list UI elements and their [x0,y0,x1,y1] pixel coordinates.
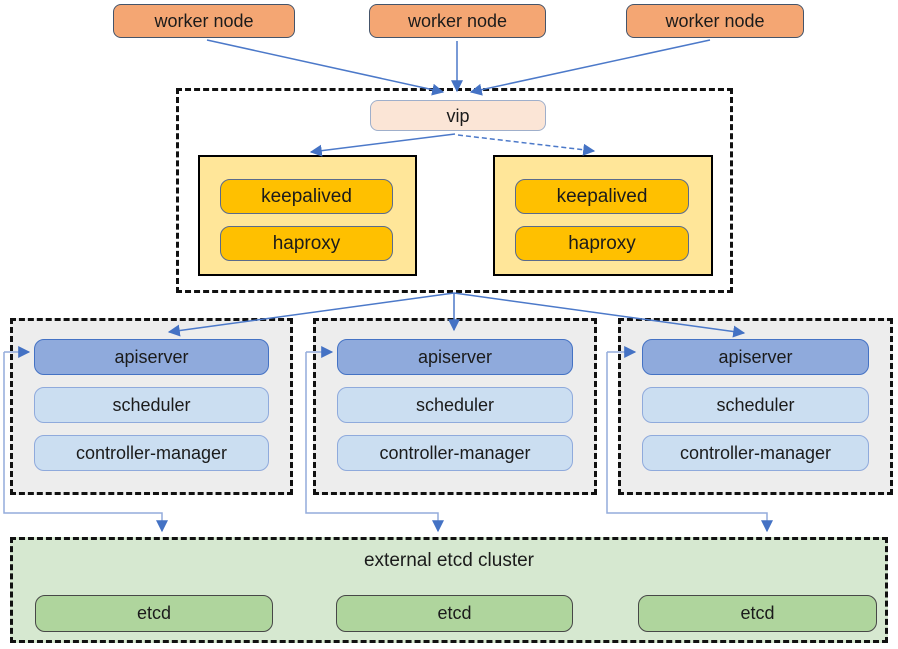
etcd-node-2: etcd [336,595,573,632]
worker-node-2: worker node [369,4,546,38]
etcd-cluster-title: external etcd cluster [363,550,535,571]
master3-scheduler: scheduler [642,387,869,423]
lb-node-1: keepalived haproxy [198,155,417,276]
master-node-3: apiserver scheduler controller-manager [618,318,893,495]
worker-to-vip-arrows [206,39,711,96]
master1-controller-manager: controller-manager [34,435,269,471]
lb1-haproxy: haproxy [220,226,393,261]
etcd-node-1: etcd [35,595,273,632]
master1-scheduler: scheduler [34,387,269,423]
master1-apiserver: apiserver [34,339,269,375]
master-node-2: apiserver scheduler controller-manager [313,318,597,495]
etcd-cluster: external etcd cluster etcd etcd etcd [10,537,888,643]
lb2-keepalived: keepalived [515,179,689,214]
master3-apiserver: apiserver [642,339,869,375]
lb-node-2: keepalived haproxy [493,155,713,276]
master2-controller-manager: controller-manager [337,435,573,471]
etcd-node-3: etcd [638,595,877,632]
master-node-1: apiserver scheduler controller-manager [10,318,293,495]
master2-scheduler: scheduler [337,387,573,423]
lb2-haproxy: haproxy [515,226,689,261]
master3-controller-manager: controller-manager [642,435,869,471]
master2-apiserver: apiserver [337,339,573,375]
vip-node: vip [370,100,546,131]
worker-node-3: worker node [626,4,804,38]
worker-node-1: worker node [113,4,295,38]
lb1-keepalived: keepalived [220,179,393,214]
